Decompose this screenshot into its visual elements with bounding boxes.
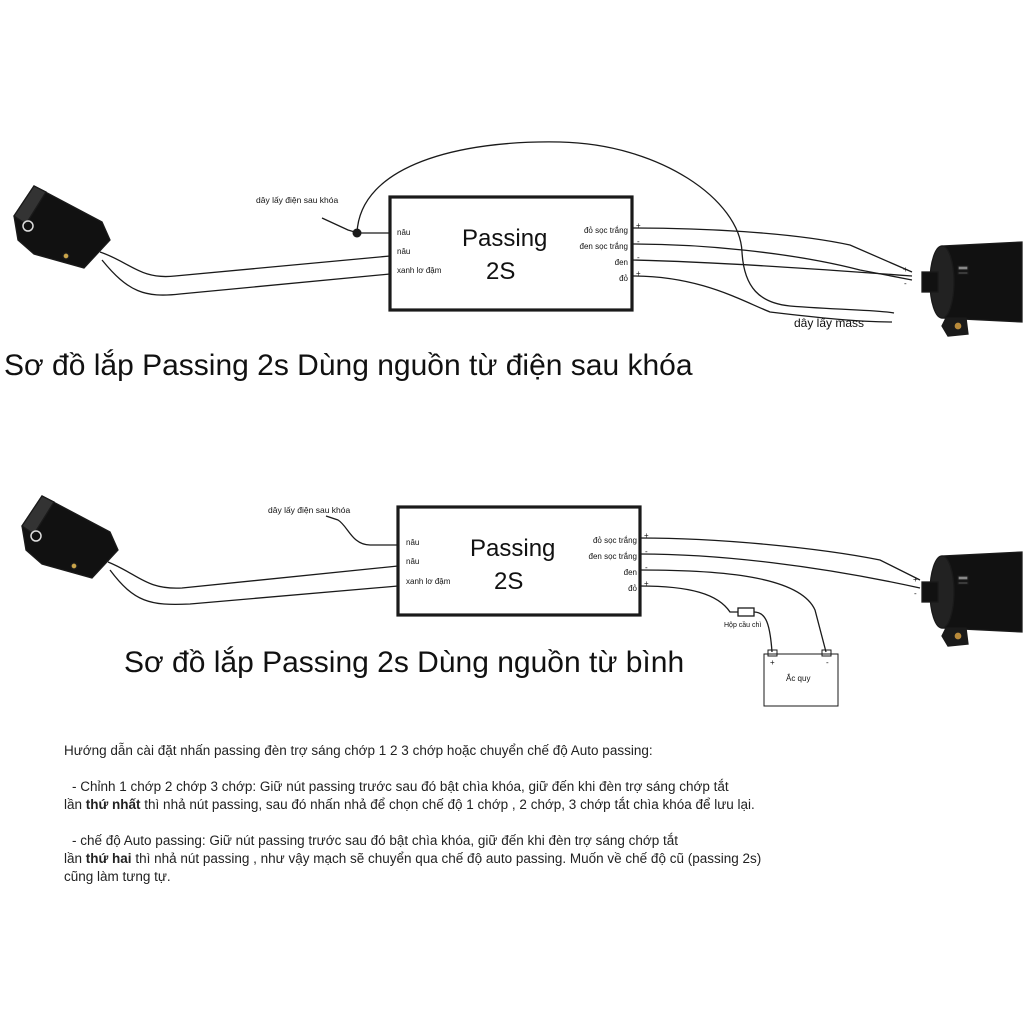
mass-wire [356, 141, 895, 314]
output-sign-1: + [636, 221, 641, 230]
output-sign-2-1: + [644, 531, 649, 540]
instruction-2-pre: lần [64, 851, 86, 866]
output-label-2-2: đen sọc trắng [589, 552, 637, 561]
ignition-label-2: dây lấy điện sau khóa [268, 505, 350, 515]
ignition-wire-2 [325, 515, 398, 546]
instruction-2-line-1: - chế độ Auto passing: Giữ nút passing t… [72, 833, 679, 848]
output-label-2: đen sọc trắng [580, 242, 628, 251]
input-label-2-3: xanh lơ đậm [406, 577, 451, 586]
module-title-1: Passing [462, 225, 547, 252]
output-wire-red [631, 275, 893, 323]
battery-icon [763, 653, 839, 707]
battery-sign-plus: + [770, 658, 775, 667]
light-sign-minus: - [904, 279, 907, 288]
switch-cable-lower [101, 259, 391, 296]
fuse-to-battery-wire [753, 611, 773, 653]
input-label-3: xanh lơ đậm [397, 266, 442, 275]
fuse-label: Hộp cầu chì [724, 620, 761, 629]
diagram2 [21, 495, 1023, 707]
battery-terminal-plus [767, 649, 778, 657]
input-label-1: nâu [397, 228, 410, 237]
battery-sign-minus: - [826, 658, 829, 667]
output-wire-red-white [631, 227, 913, 273]
handlebar-switch-icon [13, 185, 111, 269]
switch-cable-lower-2 [109, 569, 399, 606]
caption-1: Sơ đồ lắp Passing 2s Dùng nguồn từ điện … [4, 349, 693, 382]
output-wire-black-white-2 [639, 553, 921, 589]
output-label-2-4: đỏ [628, 584, 637, 593]
output-wire-black-2 [639, 569, 827, 653]
instruction-1-pre: lần [64, 797, 86, 812]
battery-terminal-minus [821, 649, 832, 657]
battery-label: Ắc quy [786, 674, 810, 683]
ignition-label: dây lấy điện sau khóa [256, 195, 338, 205]
module-title-2-1: Passing [470, 535, 555, 562]
instructions-block: Hướng dẫn cài đặt nhấn passing đèn trợ s… [64, 742, 964, 886]
input-label-2: nâu [397, 247, 410, 256]
instruction-2-line-3: cũng làm tưng tự. [64, 869, 171, 884]
caption-2: Sơ đồ lắp Passing 2s Dùng nguồn từ bình [124, 646, 684, 679]
passing-module-box [388, 195, 634, 312]
instructions-intro: Hướng dẫn cài đặt nhấn passing đèn trợ s… [64, 743, 653, 758]
passing-module-box-2 [396, 505, 642, 617]
input-label-2-2: nâu [406, 557, 419, 566]
led-spotlight-icon [921, 241, 1023, 337]
output-wire-red-2 [639, 585, 738, 613]
output-sign-2-3: - [645, 563, 648, 572]
output-wire-black [631, 259, 913, 277]
instruction-1-emphasis: thứ nhất [85, 797, 141, 812]
output-sign-2: - [637, 237, 640, 246]
handlebar-switch-icon-2 [21, 495, 119, 579]
output-sign-2-4: + [644, 579, 649, 588]
module-title-2: 2S [486, 258, 515, 285]
output-wire-black-white [631, 243, 913, 281]
wiring-diagrams: dây lấy điện sau khóa nâu nâu xanh lơ đậ… [4, 141, 1023, 707]
input-label-2-1: nâu [406, 538, 419, 547]
diagram1 [13, 141, 1023, 337]
instruction-1-line-1: - Chỉnh 1 chớp 2 chớp 3 chớp: Giữ nút pa… [72, 779, 729, 794]
output-sign-2-2: - [645, 547, 648, 556]
light-sign-plus-2: + [913, 575, 918, 584]
instruction-2-emphasis: thứ hai [85, 851, 132, 866]
light-sign-minus-2: - [914, 589, 917, 598]
mass-label: dây lấy mass [794, 316, 864, 330]
light-sign-plus: + [903, 265, 908, 274]
instruction-1-line-2: lần thứ nhất thì nhả nút passing, sau đó… [64, 796, 964, 814]
output-sign-4: + [636, 269, 641, 278]
output-sign-3: - [637, 253, 640, 262]
output-wire-red-white-2 [639, 537, 921, 581]
output-label-2-1: đỏ sọc trắng [593, 536, 637, 545]
fuse-icon [737, 607, 755, 617]
module-title-2-2: 2S [494, 568, 523, 595]
output-label-4: đỏ [619, 274, 628, 283]
output-label-1: đỏ sọc trắng [584, 226, 628, 235]
instruction-2-post: thì nhả nút passing , như vậy mạch sẽ ch… [131, 851, 762, 866]
output-label-3: đen [615, 258, 628, 267]
instruction-1-post: thì nhả nút passing, sau đó nhấn nhả để … [140, 797, 755, 812]
switch-cable-upper-2 [107, 561, 399, 589]
instruction-2-line-2: lần thứ hai thì nhả nút passing , như vậ… [64, 850, 964, 868]
switch-cable-upper [99, 251, 391, 278]
output-label-2-3: đen [624, 568, 637, 577]
led-spotlight-icon-2 [921, 551, 1023, 647]
